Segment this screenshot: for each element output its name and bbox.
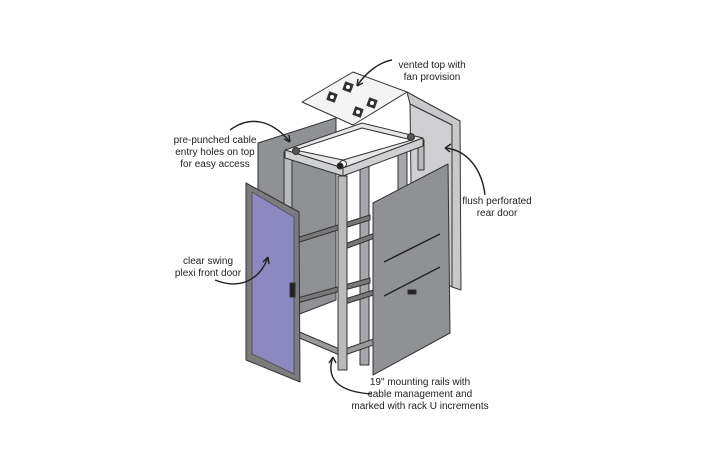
label-rails: 19" mounting rails with cable management… — [351, 377, 488, 413]
label-cable-entry: pre-punched cable entry holes on top for… — [174, 135, 257, 171]
front-corner-post — [337, 175, 348, 371]
label-line: fan provision — [403, 72, 461, 83]
arrow-cable-entry — [229, 120, 291, 143]
arrow-rear-door — [444, 147, 486, 196]
label-line: plexi front door — [174, 268, 242, 279]
side-panel-right — [372, 163, 451, 376]
label-line: entry holes on top — [175, 147, 255, 158]
label-rear-door: flush perforated rear door — [462, 196, 532, 220]
label-line: rear door — [476, 208, 518, 219]
label-line: flush perforated — [462, 196, 532, 207]
label-line: cable management and — [367, 389, 473, 400]
vented-top-panel — [301, 71, 408, 126]
label-line: pre-punched cable — [173, 135, 257, 146]
label-line: clear swing — [182, 256, 234, 267]
arrow-front-door — [214, 256, 269, 285]
arrow-rails — [330, 356, 373, 395]
label-line: marked with rack U increments — [351, 401, 489, 412]
arrow-vented-top — [356, 59, 393, 87]
label-line: vented top with — [398, 60, 466, 71]
label-line: 19" mounting rails with — [369, 377, 471, 388]
label-vented-top: vented top with fan provision — [398, 60, 465, 84]
label-line: for easy access — [180, 159, 250, 170]
annotation-arrows — [214, 59, 486, 395]
label-front-door: clear swing plexi front door — [175, 256, 241, 280]
